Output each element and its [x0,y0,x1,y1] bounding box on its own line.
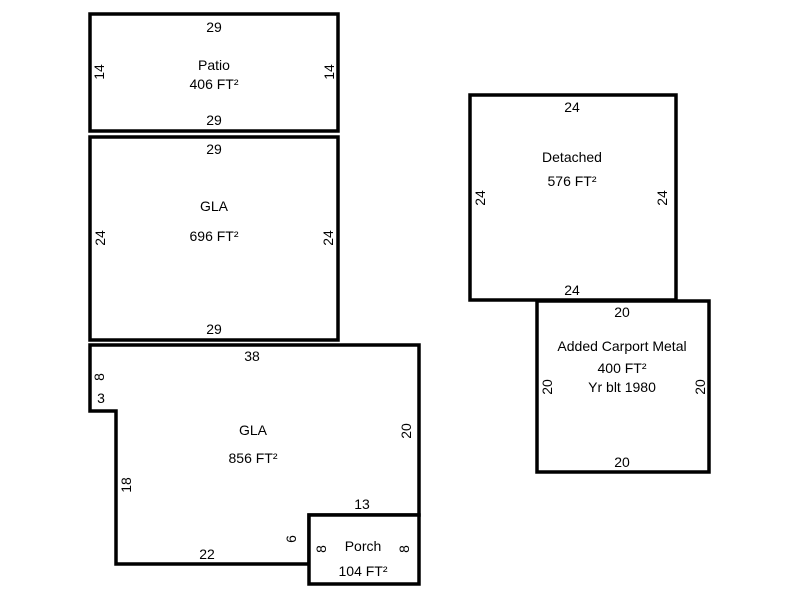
detached-dim-left: 24 [472,190,488,206]
gla-lower-dim-porch-step: 6 [283,535,299,543]
gla-upper-dim-bottom: 29 [206,321,222,337]
patio-dim-left: 14 [91,64,107,80]
patio-label: Patio [198,57,230,73]
carport-dim-left: 20 [539,379,555,395]
detached-label: Detached [542,149,602,165]
porch-outline [307,513,421,586]
porch-dim-right: 8 [396,545,412,553]
gla-lower-dim-left: 18 [118,477,134,493]
porch-label: Porch [344,538,382,554]
gla-lower-dim-upper-left: 8 [91,373,107,381]
carport-label: Added Carport Metal [557,338,687,354]
gla-lower-label: GLA [238,422,268,438]
gla-upper-label: GLA [199,198,229,214]
gla-lower-dim-top: 38 [244,348,260,364]
gla-lower-dim-step: 3 [97,390,105,406]
patio-area: 406 FT² [189,76,239,92]
patio-dim-top: 29 [206,19,222,35]
patio-outline [88,12,340,133]
gla-lower-dim-bottom: 22 [199,546,215,562]
carport-dim-right: 20 [692,379,708,395]
porch-area: 104 FT² [338,563,388,579]
gla-upper-dim-top: 29 [206,141,222,157]
carport-dim-top: 20 [614,304,630,320]
carport-year-built: Yr blt 1980 [588,379,656,395]
gla-upper-dim-left: 24 [92,230,108,246]
gla-upper-dim-right: 24 [320,230,336,246]
detached-dim-top: 24 [564,99,580,115]
patio-dim-right: 14 [321,64,337,80]
patio-dim-bottom: 29 [206,112,222,128]
carport-area: 400 FT² [597,360,647,376]
carport-dim-bottom: 20 [614,454,630,470]
detached-outline [468,93,678,302]
detached-dim-right: 24 [654,190,670,206]
detached-dim-bottom: 24 [564,282,580,298]
gla-upper-outline [88,135,340,342]
gla-lower-area: 856 FT² [228,450,278,466]
gla-lower-dim-right: 20 [398,423,414,439]
detached-area: 576 FT² [547,173,597,189]
gla-upper-area: 696 FT² [189,228,239,244]
porch-dim-left: 8 [313,545,329,553]
porch-dim-top: 13 [354,496,370,512]
carport-outline [535,299,711,474]
